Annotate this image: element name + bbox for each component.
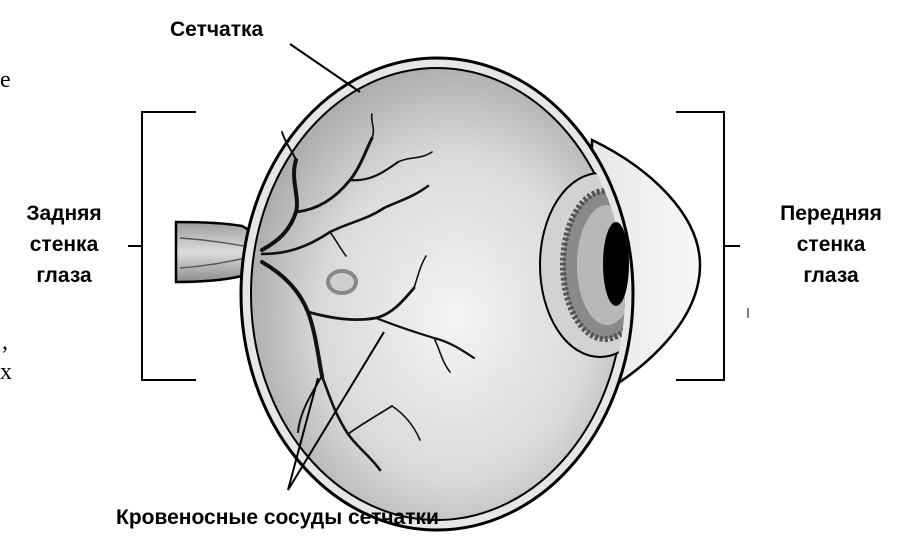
anterior-wall-line-3: глаза (758, 260, 904, 291)
macula (328, 271, 356, 293)
label-retinal-vessels: Кровеносные сосуды сетчатки (116, 502, 439, 533)
posterior-wall-line-3: глаза (0, 260, 128, 291)
cut-off-text-bottom: х (0, 360, 12, 384)
label-posterior-wall: Задняя стенка глаза (0, 198, 128, 291)
anterior-wall-line-2: стенка (758, 229, 904, 260)
pupil (603, 222, 629, 306)
posterior-wall-line-1: Задняя (0, 198, 128, 229)
anterior-wall-line-1: Передняя (758, 198, 904, 229)
cut-off-text-top: е (0, 68, 11, 92)
label-retina: Сетчатка (170, 14, 263, 45)
cut-off-text-middle: , (2, 330, 8, 354)
label-anterior-wall: Передняя стенка глаза (758, 198, 904, 291)
posterior-wall-line-2: стенка (0, 229, 128, 260)
retina-leader-line (290, 44, 360, 92)
